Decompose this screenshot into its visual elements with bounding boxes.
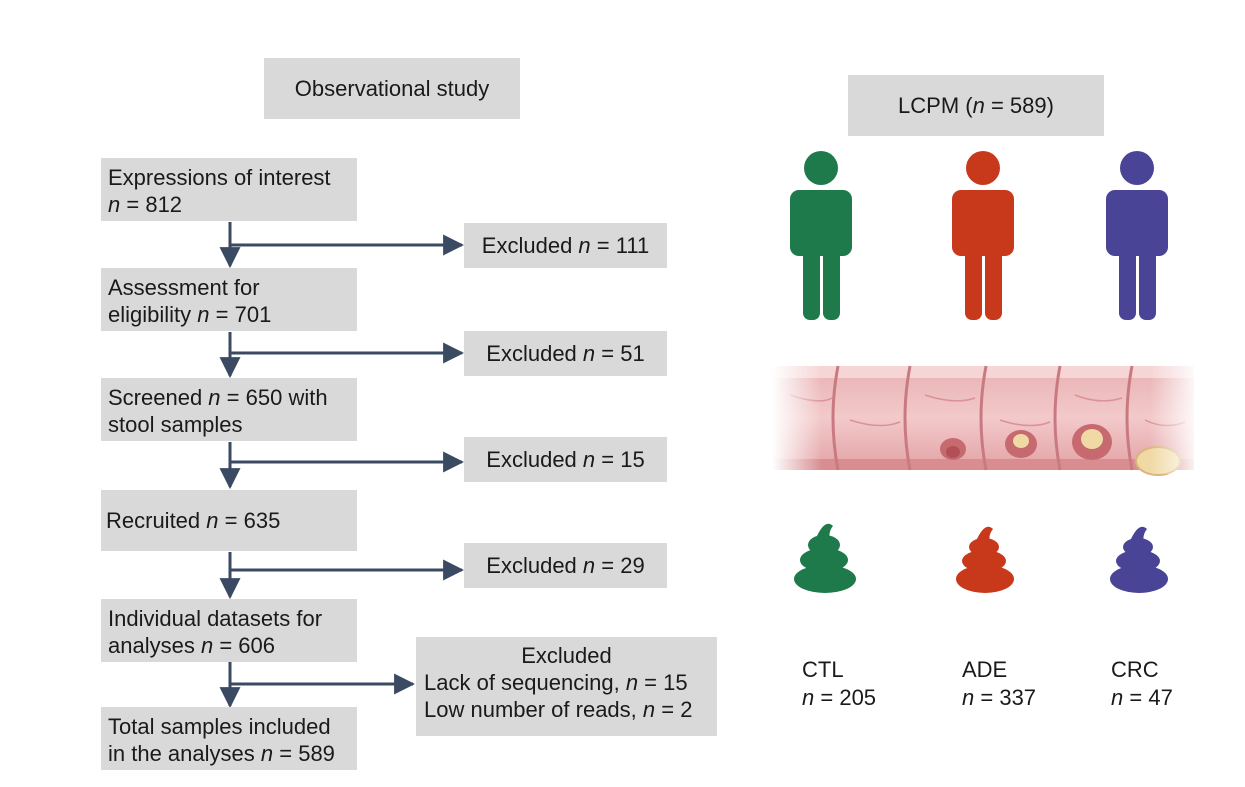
excluded-box-4: Excluded n = 29: [464, 543, 667, 588]
final-excluded-reason-1: Lack of sequencing, n = 15: [424, 670, 688, 695]
excluded-box-final: Excluded Lack of sequencing, n = 15 Low …: [416, 637, 717, 736]
excluded-box-3: Excluded n = 15: [464, 437, 667, 482]
step-screened: Screened n = 650 with stool samples: [101, 378, 357, 441]
stool-icon-ctl: [794, 523, 856, 593]
lcpm-title: LCPM (n = 589): [848, 75, 1104, 136]
step-expressions-of-interest: Expressions of interest n = 812: [101, 158, 357, 221]
step-individual-datasets: Individual datasets for analyses n = 606: [101, 599, 357, 662]
final-excluded-reason-2: Low number of reads, n = 2: [424, 697, 693, 722]
polyp-medium: [1005, 430, 1037, 458]
group-label-crc: CRC n = 47: [1111, 657, 1173, 710]
step-total-samples: Total samples included in the analyses n…: [101, 707, 357, 770]
excluded-box-2: Excluded n = 51: [464, 331, 667, 376]
observational-study-title: Observational study: [264, 58, 520, 119]
final-excluded-title: Excluded: [521, 643, 612, 668]
stool-icon-crc: [1110, 526, 1168, 593]
colon-illustration: [772, 362, 1200, 476]
polyp-small: [940, 438, 966, 460]
polyp-large: [1072, 424, 1112, 460]
step-recruited: Recruited n = 635: [101, 490, 357, 551]
stool-icon-ade: [956, 526, 1014, 593]
group-label-ctl: CTL n = 205: [802, 657, 877, 710]
person-icon-ctl: [790, 151, 852, 320]
group-label-ade: ADE n = 337: [962, 657, 1037, 710]
person-icon-crc: [1106, 151, 1168, 320]
step-assessment-for-eligibility: Assessment for eligibility n = 701: [101, 268, 357, 331]
excluded-box-1: Excluded n = 111: [464, 223, 667, 268]
person-icon-ade: [952, 151, 1014, 320]
